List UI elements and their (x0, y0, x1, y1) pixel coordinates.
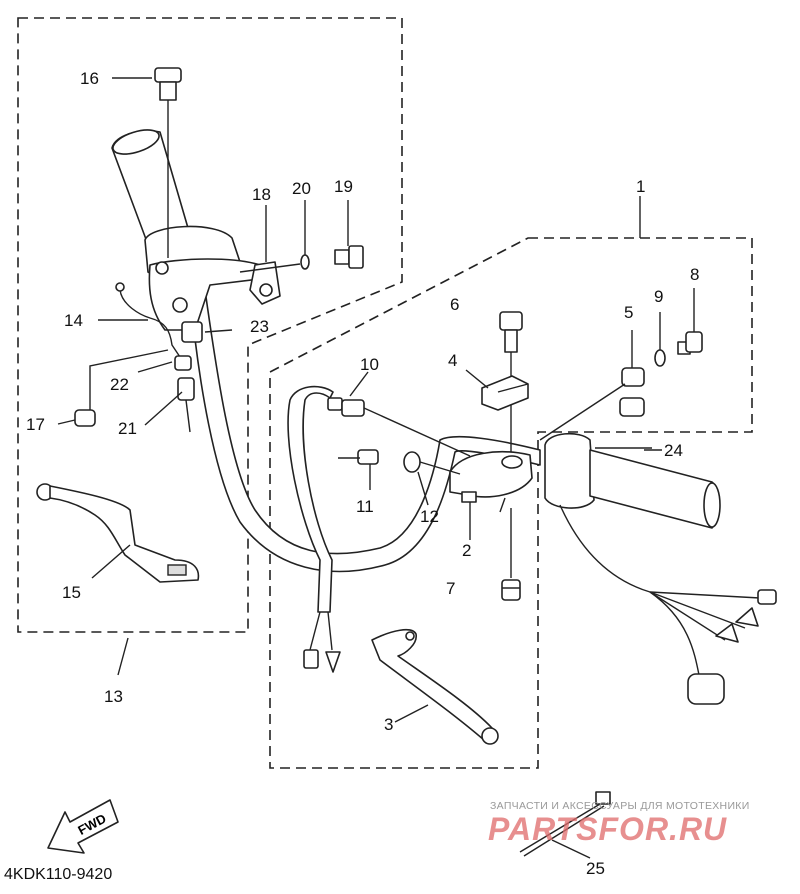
callout-18: 18 (252, 185, 271, 204)
callout-16: 16 (80, 69, 99, 88)
part-25-cable-tie (519, 791, 611, 857)
part-9-washer (654, 312, 666, 367)
part-20-washer (239, 200, 310, 273)
callout-23: 23 (250, 317, 269, 336)
part-24-switch-housing (544, 432, 721, 529)
callout-3: 3 (384, 715, 393, 734)
callout-17: 17 (26, 415, 45, 434)
callout-24: 24 (664, 441, 683, 460)
callout-22: 22 (110, 375, 129, 394)
part-8-bolt (677, 288, 703, 355)
callout-9: 9 (654, 287, 663, 306)
left-grip (111, 129, 241, 281)
callout-25: 25 (586, 859, 605, 878)
callout-15: 15 (62, 583, 81, 602)
callout-12: 12 (420, 507, 439, 526)
part-11-cable-adjuster (338, 449, 379, 490)
left-switch-leads (303, 611, 341, 673)
part-10-switch (327, 371, 471, 457)
callout-4: 4 (448, 351, 457, 370)
callouts: 1 2 3 4 5 6 7 8 9 10 11 12 13 14 15 16 1… (26, 69, 699, 878)
part-7-nut (501, 508, 521, 601)
diagram-code: 4KDK110-9420 (4, 866, 113, 883)
callout-1: 1 (636, 177, 645, 196)
part-12-boot (403, 451, 461, 506)
part-17-cap (74, 409, 96, 427)
callout-2: 2 (462, 541, 471, 560)
part-18-clamp (249, 205, 281, 305)
group-1-boundary (269, 237, 753, 769)
part-2-perch (449, 451, 533, 513)
part-6-bolt (499, 311, 523, 458)
part-23-adjuster (181, 321, 233, 343)
part-5-clamp (539, 330, 645, 441)
callout-8: 8 (690, 265, 699, 284)
callout-10: 10 (360, 355, 379, 374)
callout-7: 7 (446, 579, 455, 598)
switch-harness (559, 504, 777, 705)
leader-lines (57, 77, 662, 859)
part-4-bracket (481, 375, 529, 411)
callout-11: 11 (356, 497, 374, 516)
part-14-cable (98, 282, 183, 361)
part-16-bolt (154, 67, 182, 258)
part-22-switch (89, 349, 192, 420)
callout-21: 21 (118, 419, 137, 438)
part-3-lever (371, 628, 499, 745)
part-21-switch-lead (177, 377, 195, 433)
callout-13: 13 (104, 687, 123, 706)
callout-6: 6 (450, 295, 459, 314)
part-15-lever (36, 483, 200, 583)
left-lever-holder (148, 258, 269, 331)
callout-5: 5 (624, 303, 633, 322)
part-19-bolt (334, 200, 364, 269)
watermark-tagline: ЗАПЧАСТИ И АКСЕССУАРЫ ДЛЯ МОТОТЕХНИКИ (490, 800, 750, 812)
handlebar (189, 289, 541, 613)
fwd-arrow-icon: FWD (47, 799, 119, 854)
group-13-boundary (17, 17, 403, 633)
callout-19: 19 (334, 177, 353, 196)
callout-14: 14 (64, 311, 83, 330)
callout-20: 20 (292, 179, 311, 198)
watermark-logo: PARTSFOR.RU (488, 811, 727, 847)
